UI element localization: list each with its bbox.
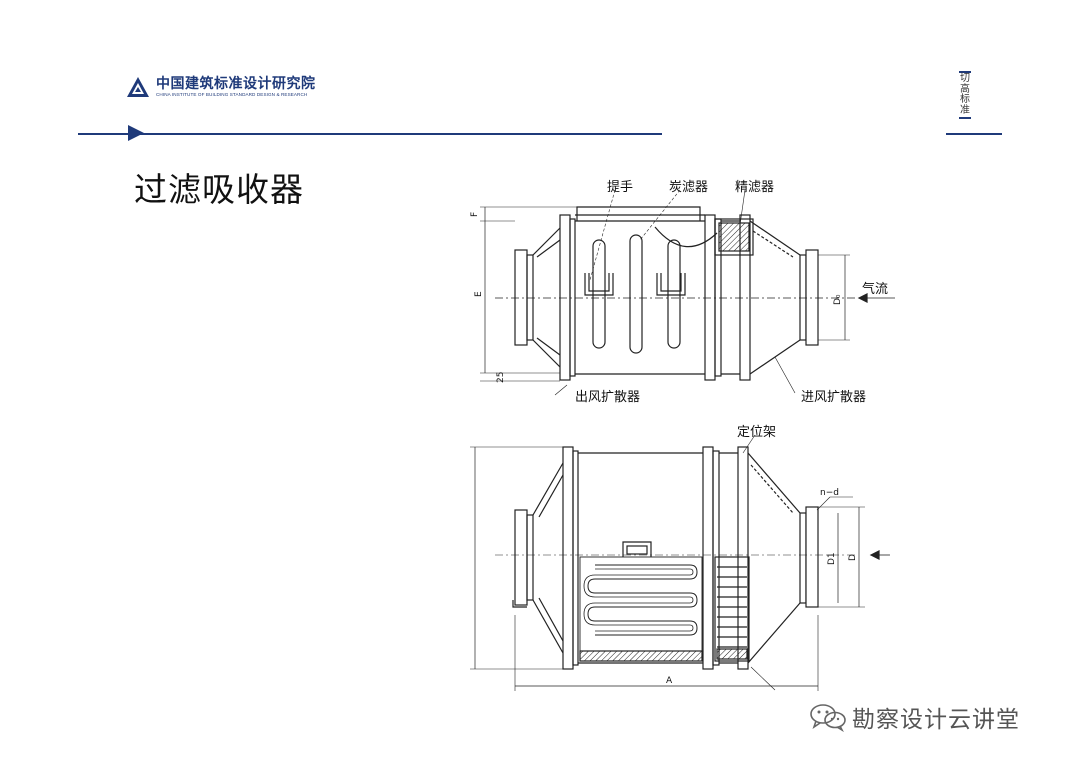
diagram-svg: 提手 炭滤器 精滤器 气流 出风扩散器 进风扩散器 定位架 F E 25 D₀ …: [470, 179, 895, 691]
dim-nd: n−d: [820, 488, 839, 498]
page-title: 过滤吸收器: [134, 170, 304, 209]
label-fine-filter: 精滤器: [735, 180, 774, 195]
dim-E: E: [474, 291, 484, 297]
watermark: 勘察设计云讲堂: [808, 700, 1020, 734]
wechat-icon: [810, 704, 846, 732]
filter-absorber-diagram: 提手 炭滤器 精滤器 气流 出风扩散器 进风扩散器 定位架 F E 25 D₀ …: [455, 145, 920, 699]
logo-english-name: CHINA INSTITUTE OF BUILDING STANDARD DES…: [156, 91, 308, 97]
label-handle: 提手: [607, 179, 633, 195]
dim-D1: D1: [827, 552, 837, 565]
dim-F: F: [470, 212, 480, 217]
dim-25: 25: [496, 372, 506, 383]
side-rule: [946, 133, 1002, 135]
side-tag: 切高标准: [958, 70, 972, 120]
watermark-text: 勘察设计云讲堂: [852, 707, 1020, 733]
label-carbon-filter: 炭滤器: [669, 180, 708, 195]
logo-chinese-name: 中国建筑标准设计研究院: [156, 75, 316, 92]
label-inlet-diffuser: 进风扩散器: [801, 390, 866, 405]
bottom-view: [470, 434, 890, 691]
side-tag-bar-top: [959, 71, 971, 73]
top-view: [480, 189, 895, 396]
dim-D0: D₀: [833, 294, 843, 305]
label-outlet-diffuser: 出风扩散器: [575, 390, 640, 405]
header-rule: [78, 133, 662, 135]
dim-A: A: [666, 676, 673, 686]
side-tag-bar-bottom: [959, 117, 971, 119]
play-arrow-icon: [128, 125, 144, 141]
label-airflow: 气流: [862, 281, 888, 297]
dim-D: D: [848, 554, 858, 561]
label-positioning-frame: 定位架: [737, 425, 776, 440]
institute-logo: 中国建筑标准设计研究院 CHINA INSTITUTE OF BUILDING …: [126, 76, 316, 98]
logo-emblem-icon: [127, 77, 149, 97]
side-tag-text: 切高标准: [960, 73, 970, 116]
